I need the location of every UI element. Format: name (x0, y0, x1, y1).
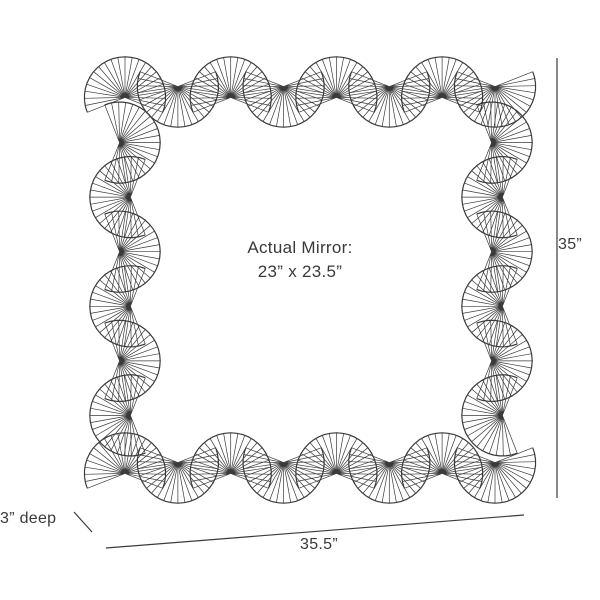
dimension-lines (73, 58, 558, 549)
shell-ribs (476, 211, 533, 293)
depth-dimension-label: 3” deep (0, 510, 57, 527)
width-dimension-label: 35.5” (300, 536, 338, 553)
shell-ribs (137, 447, 219, 504)
shell-ribs (461, 374, 518, 457)
actual-mirror-size: 23” x 23.5” (257, 262, 343, 281)
actual-mirror-label: Actual Mirror: 23” x 23.5” (200, 236, 400, 284)
shell-ribs (242, 71, 325, 128)
shell-ribs (348, 71, 430, 128)
shell-ribs (190, 432, 272, 489)
shell-ribs (89, 374, 146, 457)
shell-ribs (454, 71, 536, 128)
shell-ribs (348, 447, 430, 504)
actual-mirror-title: Actual Mirror: (247, 238, 353, 257)
shell-ribs (476, 320, 533, 402)
shell-ribs (190, 56, 272, 113)
width-dimension-line (105, 514, 525, 549)
shell-ribs (461, 265, 518, 347)
shell-ribs (137, 71, 219, 128)
shell-ribs (295, 56, 378, 113)
scalloped-mirror-frame (83, 56, 537, 504)
shell-ribs (401, 56, 483, 113)
shell-ribs (454, 447, 536, 504)
shell-ribs (104, 320, 161, 402)
shell-ribs (104, 101, 161, 184)
shell-ribs (461, 156, 518, 238)
shell-ribs (295, 432, 378, 489)
height-dimension-label: 35” (558, 236, 583, 253)
shell-ribs (84, 56, 166, 113)
shell-ribs (89, 265, 146, 347)
depth-dimension-line (73, 511, 93, 533)
shell-ribs (104, 211, 161, 293)
shell-ribs (84, 432, 166, 489)
shell-ribs (242, 447, 325, 504)
shell-ribs (89, 156, 146, 238)
shell-ribs (476, 101, 533, 184)
